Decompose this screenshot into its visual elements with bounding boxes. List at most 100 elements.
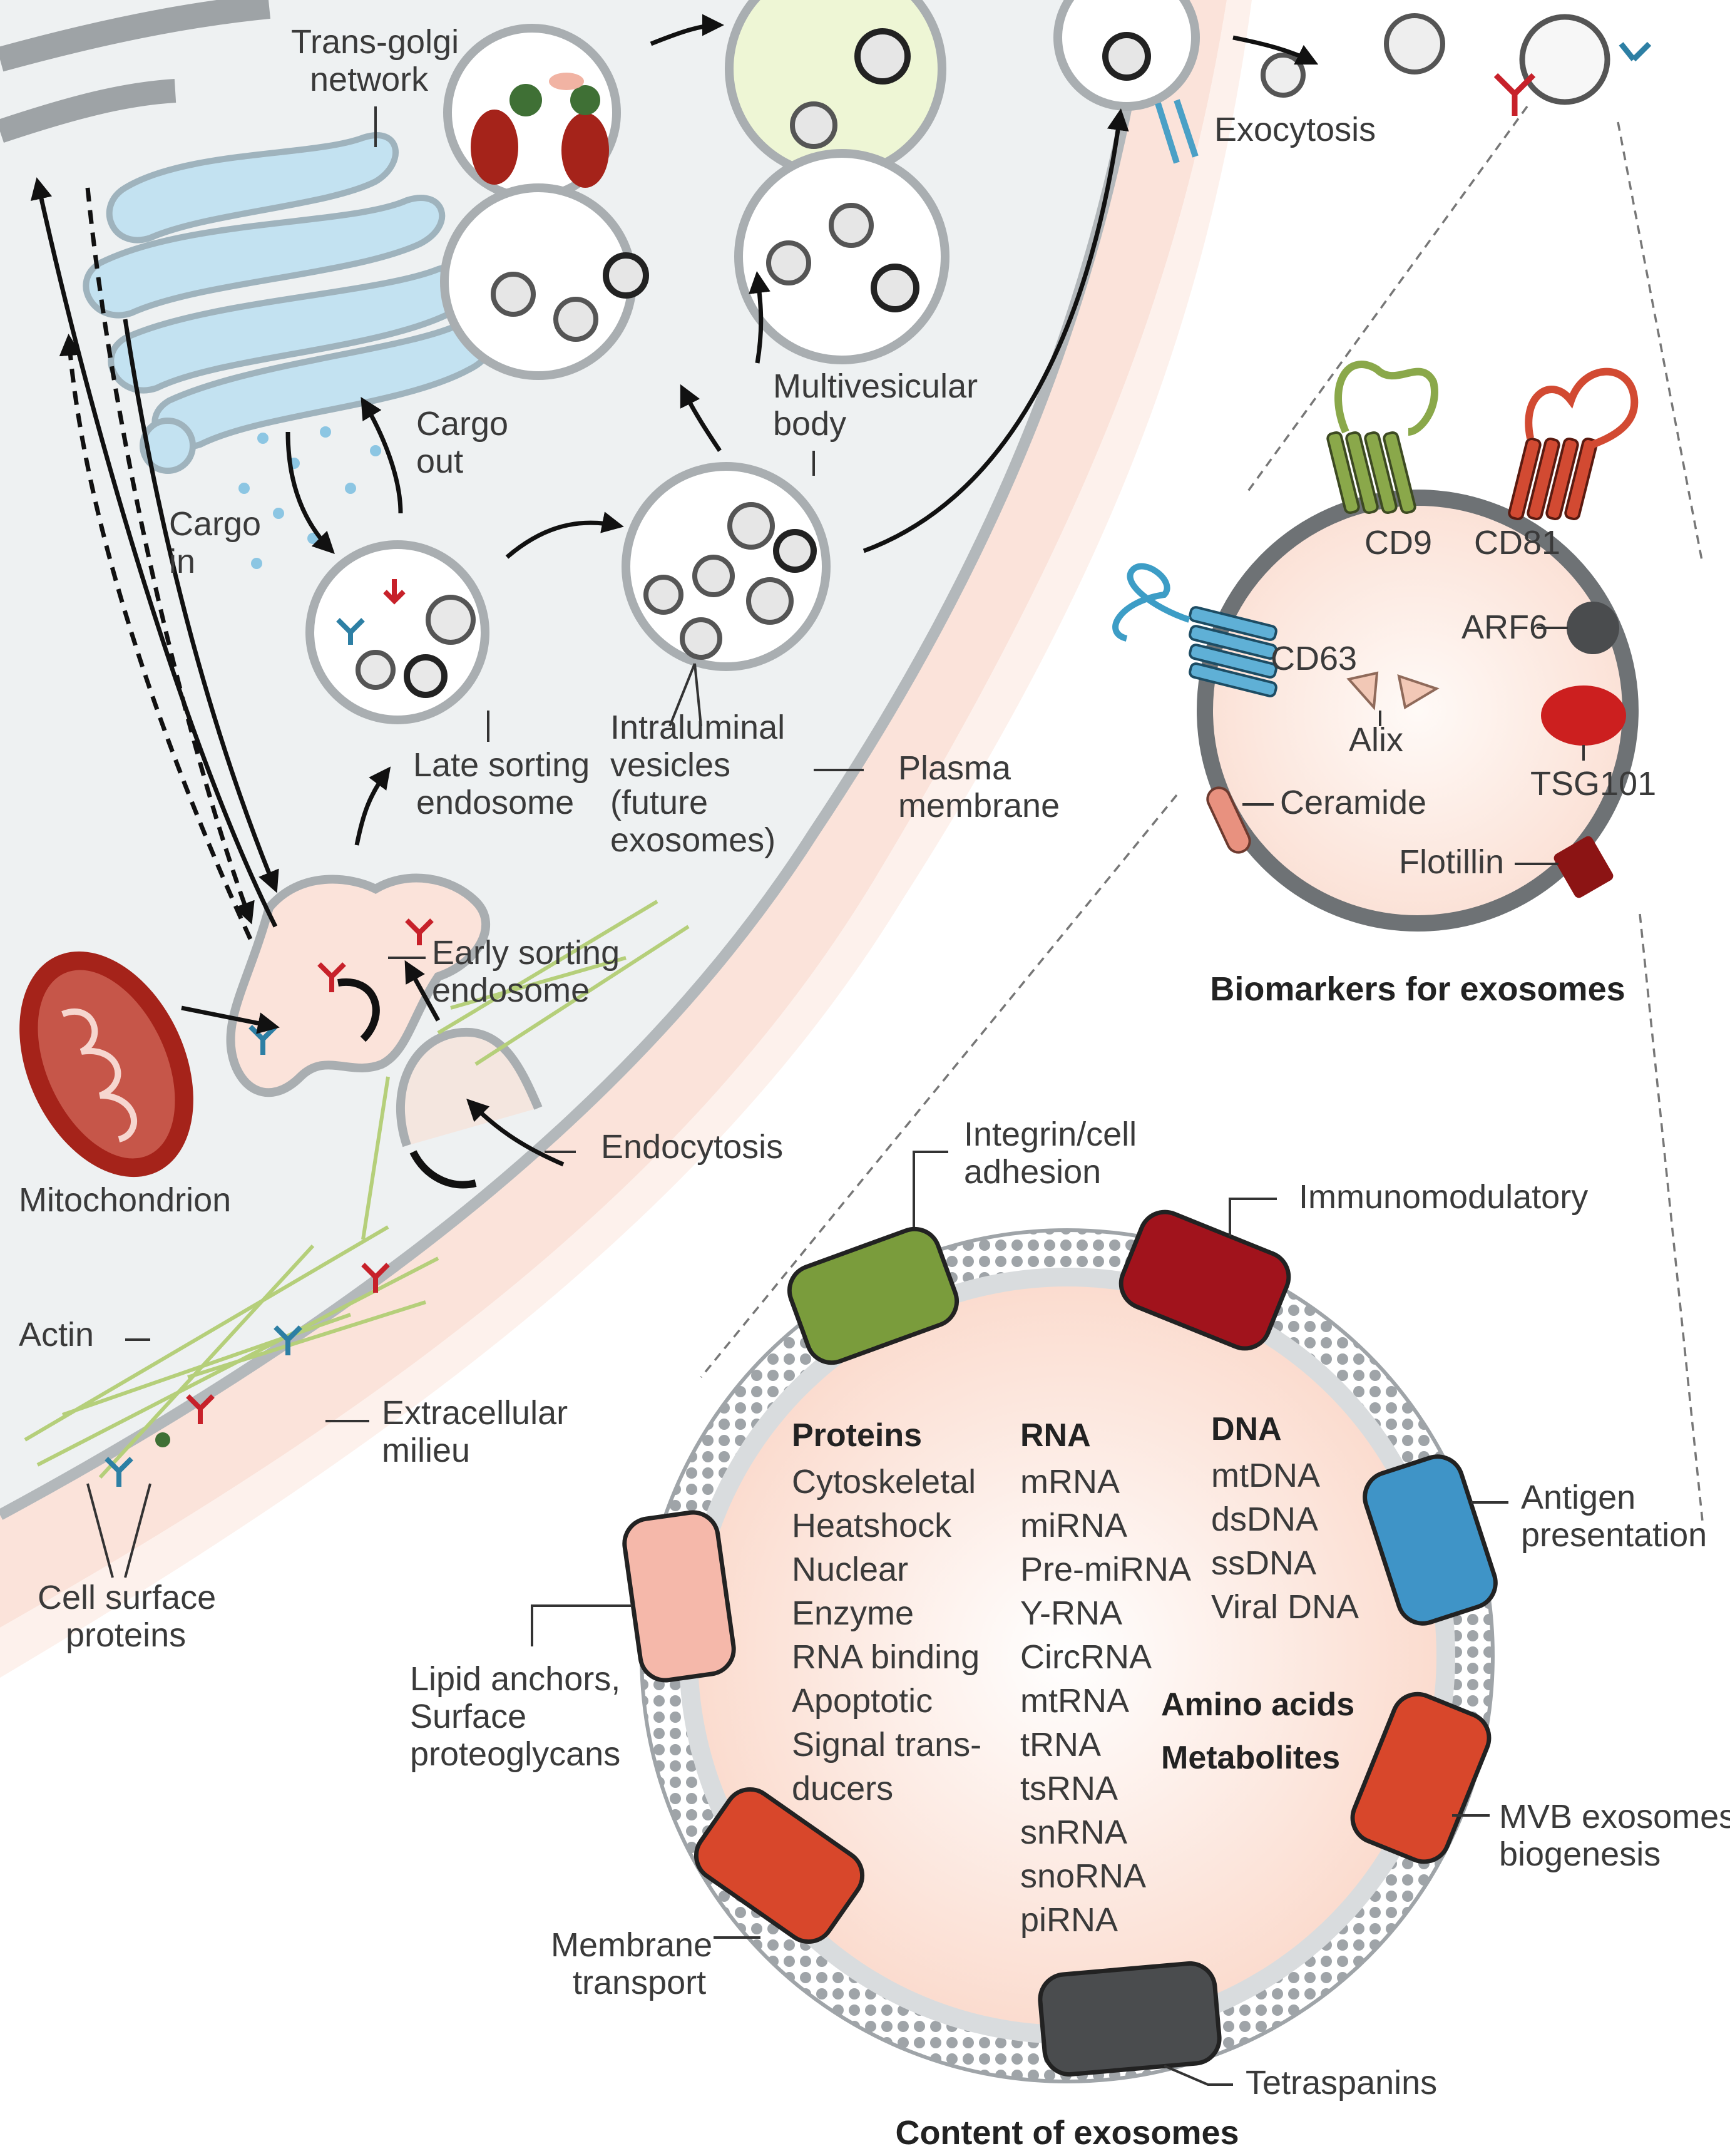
content-title: Content of exosomes xyxy=(895,2114,1239,2152)
label-arf6: ARF6 xyxy=(1461,608,1548,646)
dna-item: mtDNA xyxy=(1211,1457,1320,1494)
tsg101-protein xyxy=(1541,685,1626,746)
endocytosis-pit xyxy=(396,1027,543,1189)
biomarker-exosome xyxy=(1197,490,1639,932)
amino-acids-heading: Amino acids xyxy=(1161,1686,1354,1723)
protein-item: Apoptotic xyxy=(792,1682,933,1720)
label-mvb-biogenesis-2: biogenesis xyxy=(1499,1835,1661,1873)
proteins-heading: Proteins xyxy=(792,1417,922,1454)
protein-item: RNA binding xyxy=(792,1638,980,1676)
label-ilv-4: exosomes) xyxy=(610,821,775,859)
arf6-protein xyxy=(1567,602,1619,654)
rna-item: CircRNA xyxy=(1020,1638,1152,1676)
label-cd63: CD63 xyxy=(1271,640,1357,677)
biomarker-leader-lines xyxy=(1242,627,1585,865)
label-antigen-1: Antigen xyxy=(1521,1479,1635,1516)
label-alix: Alix xyxy=(1349,721,1403,759)
label-lipid-anchors-2: Surface xyxy=(410,1698,526,1735)
zoom-lines xyxy=(700,105,1704,1522)
label-exocytosis: Exocytosis xyxy=(1214,111,1376,148)
protein-item: Heatshock xyxy=(792,1507,952,1544)
exosome-lumen xyxy=(698,1286,1436,2025)
label-cargo-out-1: Cargo xyxy=(416,405,508,443)
cd63-protein xyxy=(1112,563,1277,697)
rna-item: Y-RNA xyxy=(1020,1594,1122,1632)
label-cargo-in-2: in xyxy=(169,543,195,580)
exocytosis-vesicle xyxy=(1053,0,1200,164)
integrin-block xyxy=(787,1226,960,1365)
label-cd81: CD81 xyxy=(1474,524,1560,562)
rna-item: snRNA xyxy=(1020,1814,1127,1851)
protein-item: Enzyme xyxy=(792,1594,914,1632)
label-extracellular-1: Extracellular xyxy=(382,1394,568,1432)
label-plasma-membrane-1: Plasma xyxy=(898,749,1011,787)
label-late-endosome-2: endosome xyxy=(416,784,574,821)
label-endocytosis: Endocytosis xyxy=(601,1128,783,1166)
rna-heading: RNA xyxy=(1020,1417,1091,1454)
rna-item: mRNA xyxy=(1020,1463,1120,1501)
cd9-protein xyxy=(1326,361,1438,515)
protein-item: Nuclear xyxy=(792,1551,908,1588)
process-arrows xyxy=(30,14,1319,1167)
label-lipid-anchors-3: proteoglycans xyxy=(410,1735,620,1773)
mvb-block xyxy=(1350,1691,1492,1864)
label-early-endosome-1: Early sorting xyxy=(432,934,620,972)
label-cell-surface-1: Cell surface xyxy=(38,1579,216,1616)
label-trans-golgi-1: Trans-golgi xyxy=(291,23,459,61)
dna-item: dsDNA xyxy=(1211,1501,1318,1538)
cell-region: Trans-golgi network Cargo out Cargo in M… xyxy=(0,0,1652,1678)
label-tetraspanins: Tetraspanins xyxy=(1246,2064,1437,2102)
label-cell-surface-2: proteins xyxy=(66,1616,186,1654)
actin-filaments xyxy=(24,900,690,1479)
autophagic-mvb xyxy=(440,24,649,380)
flotillin-protein xyxy=(1553,836,1614,898)
mature-mvb xyxy=(725,0,949,364)
label-cd9: CD9 xyxy=(1364,524,1432,562)
protein-item: Cytoskeletal xyxy=(792,1463,976,1501)
label-plasma-membrane-2: membrane xyxy=(898,787,1060,824)
label-mvb-biogenesis-1: MVB exosomes xyxy=(1499,1798,1730,1835)
metabolites-heading: Metabolites xyxy=(1161,1740,1340,1776)
label-mvb-1: Multivesicular xyxy=(773,367,978,405)
label-cargo-out-2: out xyxy=(416,443,463,480)
label-membrane-transport-2: transport xyxy=(573,1964,706,2001)
immunomodulatory-block xyxy=(1118,1209,1291,1351)
lipid-anchor-block xyxy=(622,1510,736,1683)
label-integrin-1: Integrin/cell xyxy=(964,1116,1137,1153)
protein-item: Signal trans- xyxy=(792,1726,981,1763)
dna-item: Viral DNA xyxy=(1211,1588,1359,1626)
dna-item: ssDNA xyxy=(1211,1544,1316,1582)
late-sorting-endosome xyxy=(305,540,489,724)
label-ilv-2: vesicles xyxy=(610,746,730,784)
label-late-endosome-1: Late sorting xyxy=(413,746,590,784)
label-actin: Actin xyxy=(19,1316,94,1353)
cell-surface-proteins xyxy=(105,1263,390,1487)
label-ilv-1: Intraluminal xyxy=(610,709,785,746)
tetraspanin-block xyxy=(1038,1961,1222,2077)
label-mitochondrion: Mitochondrion xyxy=(19,1181,231,1219)
label-ilv-3: (future xyxy=(610,784,708,821)
multivesicular-body xyxy=(622,462,831,671)
mitochondrion xyxy=(19,951,193,1178)
released-exosomes xyxy=(1261,13,1652,116)
label-extracellular-2: milieu xyxy=(382,1432,470,1469)
label-immunomodulatory: Immunomodulatory xyxy=(1299,1178,1588,1216)
rna-item: piRNA xyxy=(1020,1901,1118,1939)
rna-item: Pre-miRNA xyxy=(1020,1551,1191,1588)
content-panel: Integrin/cell adhesion Immunomodulatory … xyxy=(410,1116,1730,2152)
cell-leader-lines xyxy=(86,106,864,1578)
cell-labels: Trans-golgi network Cargo out Cargo in M… xyxy=(19,23,1376,1654)
label-integrin-2: adhesion xyxy=(964,1153,1101,1191)
alix-protein xyxy=(1346,671,1440,711)
rna-item: mtRNA xyxy=(1020,1682,1129,1720)
dna-heading: DNA xyxy=(1211,1411,1282,1447)
biomarkers-panel: CD9 CD81 CD63 ARF6 Alix TSG101 Ceramide … xyxy=(1112,361,1656,1008)
rna-item: tsRNA xyxy=(1020,1770,1118,1807)
cargo-dots xyxy=(238,426,381,569)
content-leader-lines xyxy=(531,1151,1508,2086)
label-cargo-in-1: Cargo xyxy=(169,505,261,543)
antigen-block xyxy=(1363,1454,1498,1626)
label-ceramide: Ceramide xyxy=(1280,784,1426,821)
